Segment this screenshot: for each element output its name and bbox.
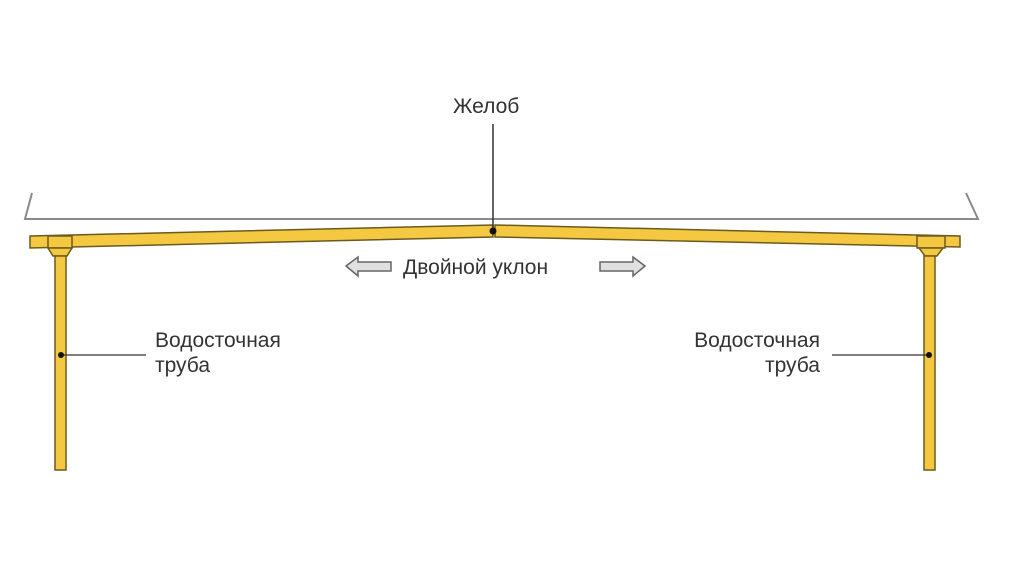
downpipe-right-label-line2: труба	[764, 354, 820, 377]
span-bracket-line	[23, 192, 980, 220]
roof-right-slope	[494, 224, 961, 248]
downpipe-right	[916, 235, 946, 471]
downpipe-right-label: Водосточная труба	[694, 328, 820, 378]
gutter-label: Желоб	[453, 95, 520, 118]
roof-left-slope	[29, 224, 494, 249]
gutter-point	[489, 227, 497, 235]
double-slope-label: Двойной уклон	[403, 256, 549, 279]
left-downpipe-point	[58, 352, 64, 358]
downpipe-right-label-line1: Водосточная	[694, 329, 820, 352]
downpipe-left-label-line2: труба	[155, 354, 211, 377]
downpipe-left-label: Водосточная труба	[155, 328, 281, 378]
arrow-right-icon	[599, 255, 647, 278]
downpipe-left	[46, 235, 74, 471]
downpipe-left-label-line1: Водосточная	[155, 329, 281, 352]
right-downpipe-point	[926, 352, 932, 358]
arrow-left-icon	[344, 255, 392, 278]
